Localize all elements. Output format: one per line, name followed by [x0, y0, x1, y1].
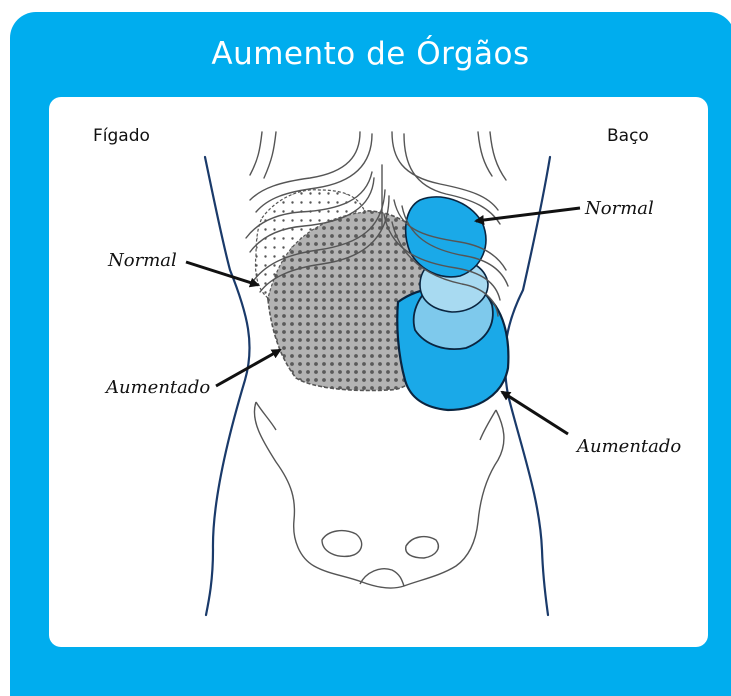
arrow-liver-enlarged [216, 350, 280, 386]
liver-normal-label: Normal [108, 250, 177, 271]
liver-label: Fígado [93, 126, 150, 146]
pelvis [254, 402, 504, 588]
arrow-liver-normal [186, 262, 258, 285]
pelvis-left-foramen [322, 531, 362, 557]
torso-right-contour [505, 157, 550, 615]
spleen-enlarged-label: Aumentado [577, 436, 681, 457]
spleen-normal-label: Normal [585, 198, 654, 219]
pelvis-right-foramen [406, 537, 439, 558]
torso-left-contour [205, 157, 250, 615]
spleen-label: Baço [607, 126, 649, 146]
liver-enlarged-label: Aumentado [106, 377, 210, 398]
